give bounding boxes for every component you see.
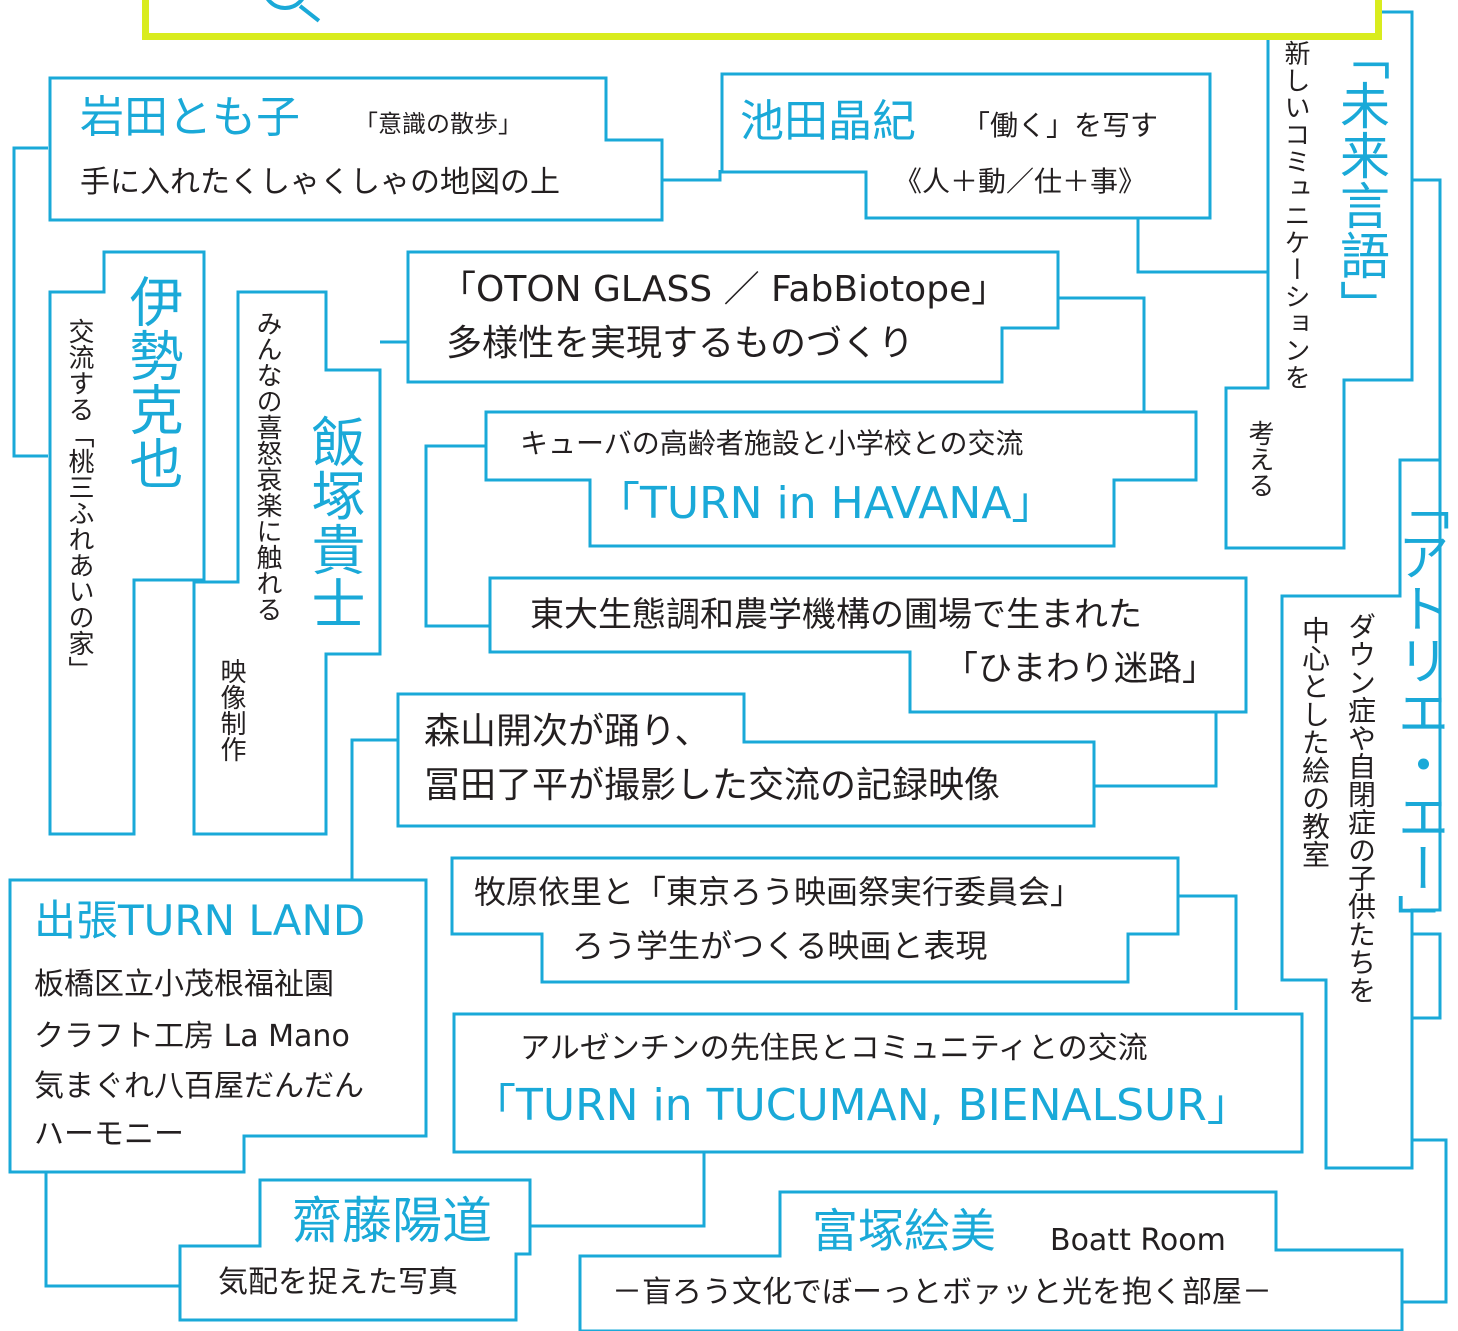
work-title: ろう学生がつくる映画と表現 [572,927,988,965]
work-subtitle: Boatt Room [1050,1223,1226,1258]
work-description-2: 映像制作 [216,658,246,762]
land-item: 気まぐれ八百屋だんだん [34,1069,364,1104]
box-oton-frame [406,250,1060,384]
connector-line [1412,932,1442,1020]
work-description: キューバの高齢者施設と小学校との交流 [520,427,1024,460]
work-description-2: 中心とした絵の教室 [1298,616,1331,868]
box-tomizuka-frame [578,1190,1404,1331]
work-description-2: 冨田了平が撮影した交流の記録映像 [424,765,1001,806]
work-title: 「意識の散歩」 [354,110,522,138]
work-description: 多様性を実現するものづくり [446,323,915,364]
artist-name: 富塚絵美 [812,1204,996,1258]
work-description: 新しいコミュニケーションを [1280,40,1310,391]
box-tucuman-frame [452,1012,1304,1154]
work-description: 森山開次が踊り、 [424,711,711,752]
work-title: 「アトリエ・エー」 [1388,478,1448,946]
work-description: アルゼンチンの先住民とコミュニティとの交流 [520,1031,1148,1066]
work-description: 手に入れたくしゃくしゃの地図の上 [80,165,560,200]
connector-line [530,1152,706,1228]
connector-line [424,444,490,628]
work-description-2: 考える [1244,420,1274,498]
work-description: 気配を捉えた写真 [218,1265,458,1300]
box-saito-frame [178,1178,532,1322]
work-title: 「未来言語」 [1332,30,1390,330]
connector-line [1136,218,1268,274]
box-atelier-frame [1280,458,1442,1170]
work-title: 「TURN in HAVANA」 [596,478,1056,529]
land-item: クラフト工房 La Mano [34,1019,350,1054]
land-item: 板橋区立小茂根福祉園 [34,967,334,1002]
work-description: －盲ろう文化でぼーっとボァッと光を抱く部屋－ [612,1275,1272,1310]
box-ise-frame [48,250,206,836]
artist-name: 伊勢克也 [120,274,183,490]
work-title: 出張TURN LAND [34,896,366,945]
box-mirai-frame [1224,10,1414,550]
work-description: ダウン症や自閉症の子供たちを [1344,612,1377,1004]
box-todai-frame [488,576,1248,714]
box-moriyama-frame [396,692,1096,828]
artist-name: 飯塚貴士 [302,414,365,630]
box-land-frame [8,878,428,1174]
connector-line [1402,1138,1448,1304]
work-title: 「ひまわり迷路」 [944,649,1216,689]
box-iwata-frame [48,76,664,222]
artist-name: 齋藤陽道 [292,1192,492,1250]
header-frame: 展示 [142,0,1382,40]
work-description: 交流する「桃三ふれあいの家」 [64,318,94,682]
work-description: 東大生態調和農学機構の圃場で生まれた [530,595,1142,635]
work-description: みんなの喜怒哀楽に触れる [252,310,282,622]
connector-line [660,170,722,182]
connector-line [44,1172,180,1288]
box-makihara-frame [450,856,1180,984]
artist-name: 岩田とも子 [80,92,300,143]
work-title: 「働く」を写す [962,109,1159,142]
land-item: ハーモニー [34,1117,184,1152]
work-description: 牧原依里と「東京ろう映画祭実行委員会」 [474,873,1083,911]
box-ikeda-frame [720,72,1212,220]
connector-line [350,738,398,880]
work-title: 「TURN in TUCUMAN, BIENALSUR」 [472,1080,1251,1131]
connector-line [12,146,48,458]
work-title: 「OTON GLASS ／ FabBiotope」 [440,269,1008,310]
work-description: 《人＋動／仕＋事》 [894,165,1147,198]
connector-line [1178,894,1238,1010]
connector-line [1058,296,1146,414]
box-havana-frame [484,410,1198,548]
artist-name: 池田晶紀 [740,96,916,147]
box-iizuka-frame [192,290,382,836]
